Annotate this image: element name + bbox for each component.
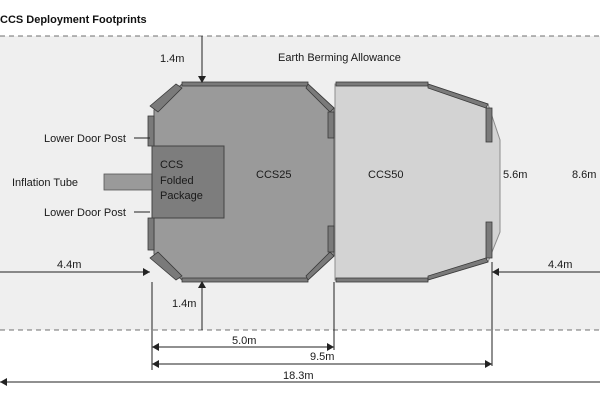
arrow-head <box>485 360 492 368</box>
package-label: Folded <box>160 175 194 187</box>
berm-bottom-dimension: 1.4m <box>172 298 196 310</box>
perimeter-posts <box>147 81 493 283</box>
ccs50-label: CCS50 <box>368 169 403 181</box>
arrow-head <box>0 378 7 386</box>
total-height-dimension: 8.6m <box>572 169 596 181</box>
left-margin-dimension: 4.4m <box>57 259 81 271</box>
inflation-tube <box>103 173 155 191</box>
package-label: Package <box>160 190 203 202</box>
arrow-head <box>198 76 206 83</box>
package-label: CCS <box>160 159 183 171</box>
arrow-head <box>143 268 150 276</box>
arrow-head <box>327 343 334 351</box>
arrow-head <box>492 268 499 276</box>
post <box>485 221 493 259</box>
lower-door-post-label-top: Lower Door Post <box>44 133 126 145</box>
post <box>327 111 335 139</box>
post <box>181 277 309 283</box>
ccs50-footprint <box>334 83 501 281</box>
post <box>149 83 183 113</box>
ccs50-length-dimension: 9.5m <box>310 351 334 363</box>
lower-door-post-label-bottom: Lower Door Post <box>44 207 126 219</box>
arrow-head <box>198 281 206 288</box>
earth-berming-label: Earth Berming Allowance <box>278 52 401 64</box>
shelter-height-dimension: 5.6m <box>503 169 527 181</box>
post <box>335 81 429 87</box>
ccs25-label: CCS25 <box>256 169 291 181</box>
post <box>149 251 183 281</box>
arrow-head <box>152 343 159 351</box>
lower-door-post-bottom-marker <box>147 217 155 251</box>
berm-top-dimension: 1.4m <box>160 53 184 65</box>
folded-package <box>151 145 225 219</box>
post <box>485 107 493 143</box>
inflation-tube-label: Inflation Tube <box>12 177 78 189</box>
diagram-title: CCS Deployment Footprints <box>0 14 147 26</box>
total-length-dimension: 18.3m <box>283 370 314 382</box>
right-margin-dimension: 4.4m <box>548 259 572 271</box>
post <box>335 277 429 283</box>
post <box>181 81 309 87</box>
arrow-head <box>152 360 159 368</box>
lower-door-post-top-marker <box>147 115 155 147</box>
post <box>327 225 335 253</box>
ccs25-length-dimension: 5.0m <box>232 335 256 347</box>
